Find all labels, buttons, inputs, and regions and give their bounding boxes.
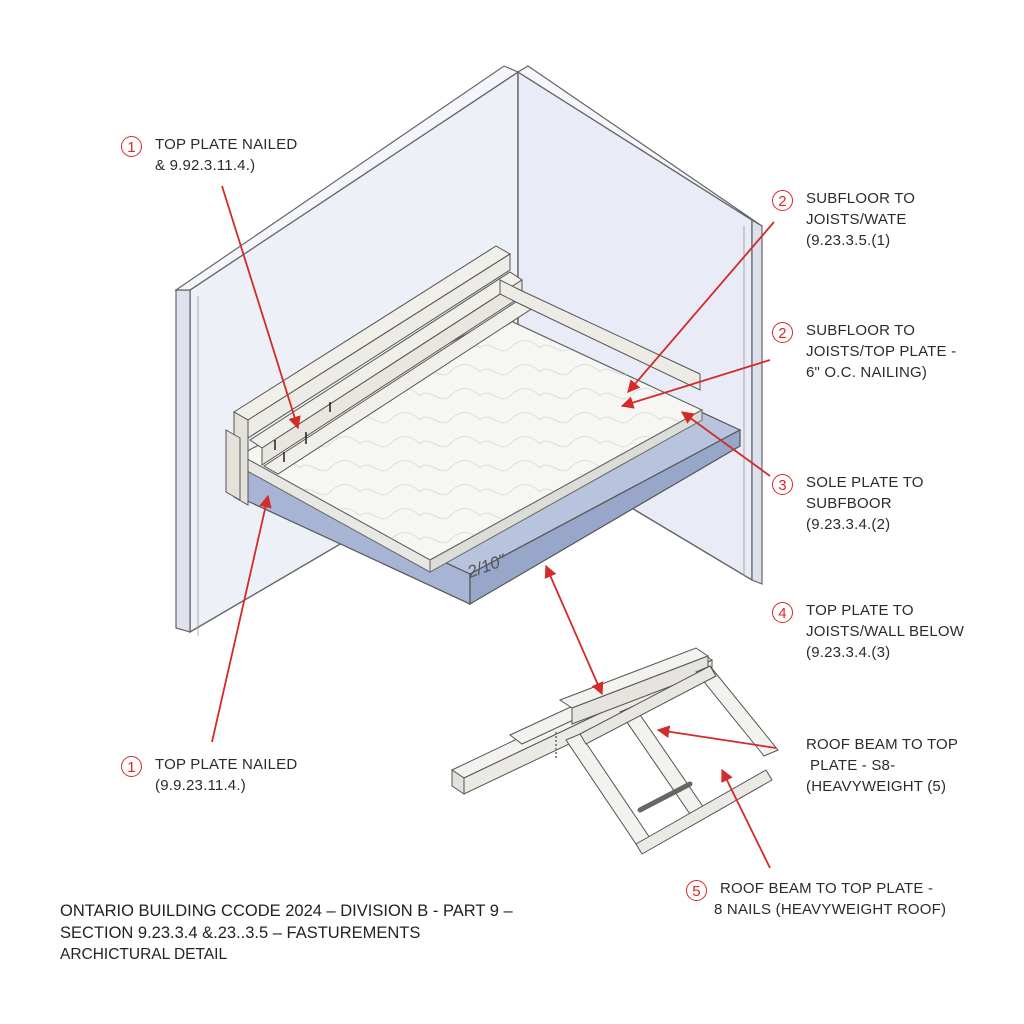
callout-line: TOP PLATE TO <box>806 602 914 619</box>
arrow-callout-1-bottom <box>211 494 272 743</box>
callout-number-badge: 1 <box>121 756 142 777</box>
callout-number-badge: 4 <box>772 602 793 623</box>
callout-roof-beam-heavyweight: ROOF BEAM TO TOP PLATE - S8- (HEAVYWEIGH… <box>806 734 958 797</box>
arrow-dimension <box>544 564 604 696</box>
wall-plates <box>225 245 701 506</box>
arrow-callout-1-top <box>221 185 301 430</box>
callout-line: JOISTS/WATE <box>806 211 907 228</box>
callout-line: PLATE - S8- <box>810 757 896 774</box>
right-wall-edge <box>751 218 763 585</box>
arrow-callout-2-a <box>627 221 775 393</box>
callout-line: SUBFLOOR TO <box>806 190 916 207</box>
callout-roof-beam-8-nails: 5 ROOF BEAM TO TOP PLATE - 8 NAILS (HEAV… <box>686 878 946 920</box>
callout-line: JOISTS/WALL BELOW <box>806 623 965 640</box>
roof-beam-assembly <box>450 647 779 855</box>
callout-line: ROOF BEAM TO TOP PLATE - <box>720 880 934 897</box>
title-line: ARCHICTURAL DETAIL <box>60 946 228 963</box>
title-block: ONTARIO BUILDING CCODE 2024 – DIVISION B… <box>60 900 513 966</box>
subfloor-panel <box>238 315 704 573</box>
callout-line: TOP PLATE NAILED <box>155 136 298 153</box>
callout-subfloor-to-joists-wate: 2 SUBFLOOR TO JOISTS/WATE (9.23.3.5.(1) <box>772 188 916 251</box>
arrow-roof-beam <box>656 725 777 749</box>
callout-line: 8 NAILS (HEAVYWEIGHT ROOF) <box>714 901 947 918</box>
callout-number-badge: 2 <box>772 322 793 343</box>
callout-line: (9.23.3.4.(3) <box>806 644 891 661</box>
arrow-callout-5 <box>721 768 771 869</box>
callout-sole-plate-to-subfloor: 3 SOLE PLATE TO SUBFBOOR (9.23.3.4.(2) <box>772 472 924 535</box>
callout-number-badge: 2 <box>772 190 793 211</box>
callout-line: (9.9.23.11.4.) <box>155 777 246 794</box>
callout-line: (9.23.3.5.(1) <box>806 232 891 249</box>
callout-line: (HEAVYWEIGHT (5) <box>806 778 947 795</box>
callout-line: (9.23.3.4.(2) <box>806 516 891 533</box>
left-wall-edge <box>175 289 191 633</box>
callout-line: 6" O.C. NAILING) <box>806 364 928 381</box>
leader-arrows <box>211 185 777 869</box>
callout-line: ROOF BEAM TO TOP <box>806 736 959 753</box>
title-line: SECTION 9.23.3.4 &.23..3.5 – FASTUREMENT… <box>60 924 421 942</box>
callout-subfloor-to-top-plate: 2 SUBFLOOR TO JOISTS/TOP PLATE - 6" O.C.… <box>772 320 957 383</box>
callout-line: SUBFLOOR TO <box>806 322 916 339</box>
right-wall-top <box>516 65 763 227</box>
callout-number-badge: 3 <box>772 474 793 495</box>
arrow-callout-2-b <box>620 359 771 409</box>
callout-line: SOLE PLATE TO <box>806 474 924 491</box>
callout-line: TOP PLATE NAILED <box>155 756 298 773</box>
callout-line: JOISTS/TOP PLATE - <box>806 343 957 360</box>
callout-top-plate-nailed-upper: 1 TOP PLATE NAILED & 9.92.3.11.4.) <box>121 134 298 176</box>
callout-line: & 9.92.3.11.4.) <box>155 157 256 174</box>
callout-number-badge: 1 <box>121 136 142 157</box>
callout-line: SUBFBOOR <box>806 495 892 512</box>
callout-top-plate-nailed-lower: 1 TOP PLATE NAILED (9.9.23.11.4.) <box>121 754 298 796</box>
arrow-callout-3 <box>680 411 771 477</box>
title-line: ONTARIO BUILDING CCODE 2024 – DIVISION B… <box>60 902 513 920</box>
callout-number-badge: 5 <box>686 880 707 901</box>
callout-top-plate-to-joists: 4 TOP PLATE TO JOISTS/WALL BELOW (9.23.3… <box>772 600 965 663</box>
